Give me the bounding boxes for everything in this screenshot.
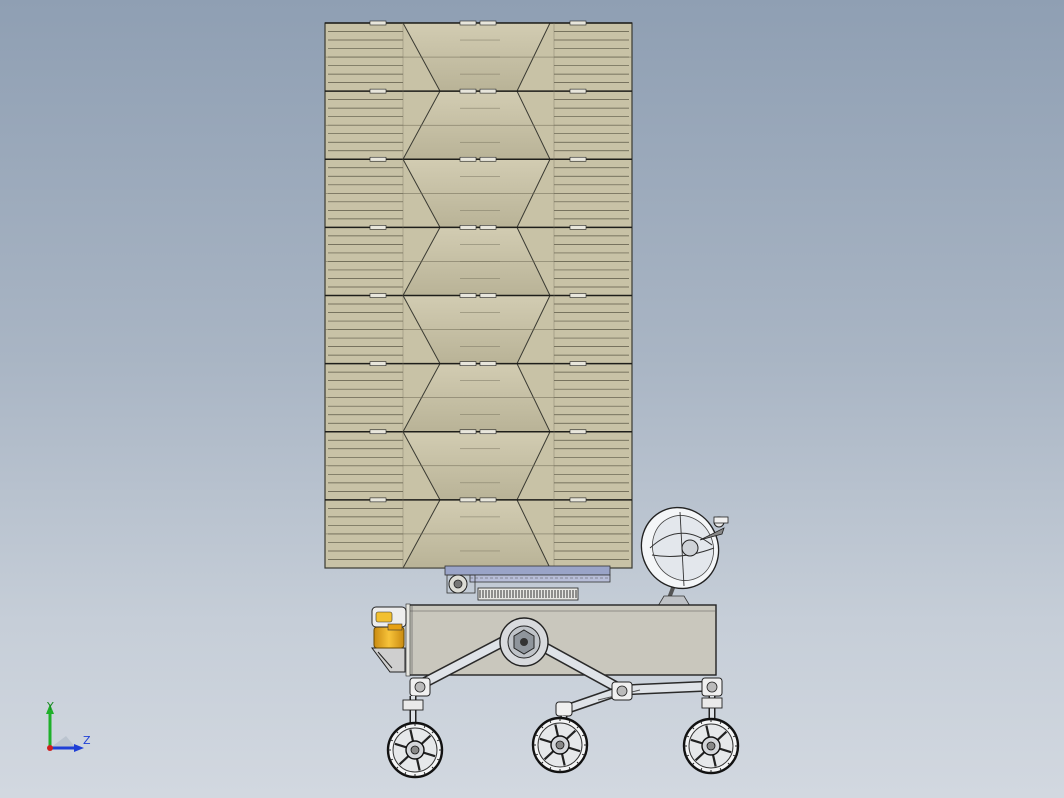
coordinate-triad	[46, 704, 84, 752]
solar-panel-array[interactable]	[324, 20, 633, 569]
solar-panel-row	[325, 361, 632, 433]
wheel	[531, 716, 589, 774]
wheel	[386, 721, 444, 779]
solar-panel-row	[325, 293, 632, 365]
solar-panel-row	[325, 20, 632, 92]
solar-panel-row	[325, 429, 632, 501]
array-mount-bracket	[444, 565, 611, 601]
x-axis-dot	[47, 745, 53, 751]
antenna-dish	[640, 506, 729, 607]
wheel	[682, 717, 740, 775]
rocker-bogie-suspension	[402, 617, 723, 732]
z-axis-label: Z	[83, 734, 91, 747]
solar-panel-row	[325, 88, 632, 160]
solar-panel-row	[325, 225, 632, 296]
camera-unit	[371, 606, 407, 673]
solar-panel-row	[325, 156, 632, 228]
y-axis-label: Y	[47, 700, 54, 713]
